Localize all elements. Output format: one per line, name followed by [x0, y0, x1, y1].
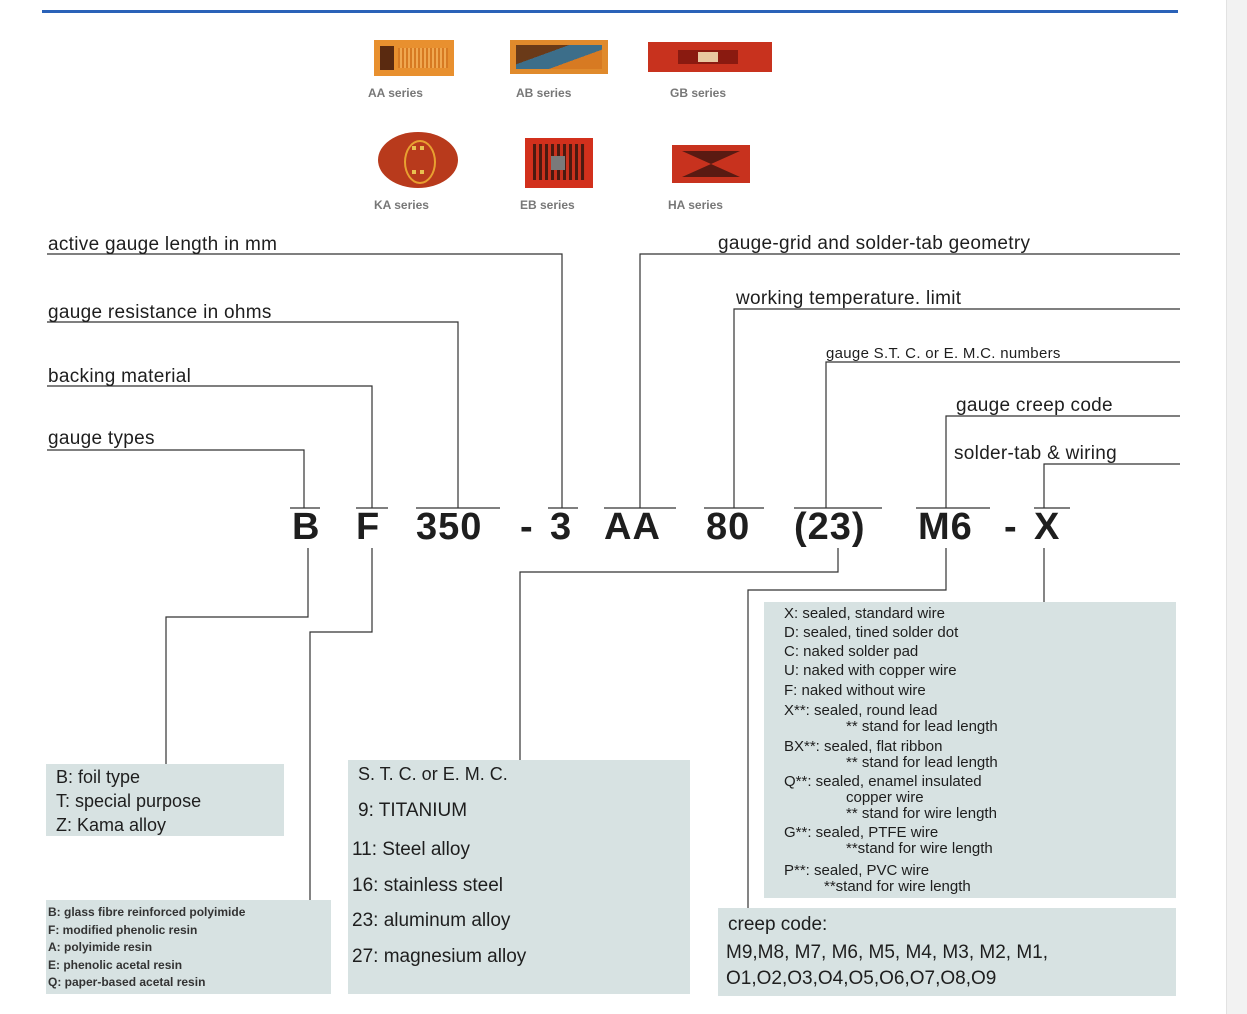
code-dash: - — [520, 506, 534, 548]
gb-series-label: GB series — [670, 86, 727, 100]
vertical-scrollbar[interactable] — [1226, 0, 1247, 1014]
backing-item: E: phenolic acetal resin — [48, 957, 183, 972]
wiring-item: G**: sealed, PTFE wire — [784, 824, 939, 841]
code-geometry: AA — [604, 506, 661, 548]
wiring-item: F: naked without wire — [784, 682, 926, 699]
wiring-note: copper wire — [846, 789, 924, 806]
code-creep: M6 — [918, 506, 973, 548]
working-temperature-label: working temperature. limit — [736, 288, 962, 309]
code-dash: - — [1004, 506, 1018, 548]
gauge-types-box: B: foil type T: special purpose Z: Kama … — [46, 764, 284, 836]
solder-tab-wiring-label: solder-tab & wiring — [954, 443, 1118, 464]
wiring-note: ** stand for lead length — [846, 754, 998, 771]
ha-series-label: HA series — [668, 198, 723, 212]
ka-series-image — [378, 132, 458, 188]
ka-series-label: KA series — [374, 198, 429, 212]
gauge-type-item: B: foil type — [56, 767, 141, 787]
creep-code-label: gauge creep code — [956, 395, 1113, 416]
stc-item: 23: aluminum alloy — [352, 910, 511, 931]
creep-code-row: M9,M8, M7, M6, M5, M4, M3, M2, M1, — [726, 942, 1049, 963]
backing-item: F: modified phenolic resin — [48, 922, 198, 937]
top-rule — [42, 10, 1178, 13]
wiring-item: BX**: sealed, flat ribbon — [784, 738, 943, 755]
backing-item: A: polyimide resin — [48, 940, 153, 955]
gauge-resistance-label: gauge resistance in ohms — [48, 302, 272, 323]
stc-item: 16: stainless steel — [352, 875, 504, 896]
backing-item: Q: paper-based acetal resin — [48, 975, 206, 990]
wiring-item: Q**: sealed, enamel insulated — [784, 773, 982, 790]
eb-series-image — [525, 138, 593, 188]
stc-emc-numbers-label: gauge S.T. C. or E. M.C. numbers — [826, 345, 1061, 362]
backing-material-box: B: glass fibre reinforced polyimide F: m… — [46, 900, 331, 994]
creep-code-box: creep code: M9,M8, M7, M6, M5, M4, M3, M… — [718, 908, 1176, 996]
wiring-note: ** stand for lead length — [846, 718, 998, 735]
stc-emc-box: S. T. C. or E. M. C. 9: TITANIUM 11: Ste… — [348, 760, 690, 994]
stc-item: 11: Steel alloy — [352, 839, 470, 860]
gb-series-image — [648, 42, 772, 72]
code-wiring: X — [1034, 506, 1061, 548]
gauge-type-item: T: special purpose — [56, 791, 202, 811]
stc-item: 9: TITANIUM — [358, 800, 468, 821]
stc-emc-title: S. T. C. or E. M. C. — [358, 764, 508, 784]
wiring-item: U: naked with copper wire — [784, 662, 957, 679]
backing-material-label: backing material — [48, 366, 192, 387]
code-resistance: 350 — [416, 506, 483, 548]
eb-series-label: EB series — [520, 198, 575, 212]
wiring-note: **stand for wire length — [824, 878, 971, 895]
ab-series-label: AB series — [516, 86, 572, 100]
wiring-item: D: sealed, tined solder dot — [784, 624, 959, 641]
wiring-note: **stand for wire length — [846, 840, 993, 857]
ha-series-image — [672, 145, 750, 183]
stc-item: 27: magnesium alloy — [352, 946, 527, 967]
grid-geometry-label: gauge-grid and solder-tab geometry — [718, 233, 1031, 254]
gauge-type-item: Z: Kama alloy — [56, 815, 167, 835]
code-length: 3 — [550, 506, 573, 548]
active-gauge-length-label: active gauge length in mm — [48, 234, 278, 255]
aa-series-image — [374, 40, 454, 76]
backing-item: B: glass fibre reinforced polyimide — [48, 905, 246, 919]
wiring-item: X**: sealed, round lead — [784, 702, 938, 719]
creep-code-row: O1,O2,O3,O4,O5,O6,O7,O8,O9 — [726, 968, 997, 989]
gauge-types-label: gauge types — [48, 428, 155, 449]
wiring-note: ** stand for wire length — [846, 805, 997, 822]
ab-series-image — [510, 40, 608, 74]
wiring-item: C: naked solder pad — [784, 643, 919, 660]
solder-tab-wiring-box: X: sealed, standard wire D: sealed, tine… — [764, 602, 1176, 898]
code-backing: F — [356, 506, 381, 548]
wiring-item: X: sealed, standard wire — [784, 605, 945, 622]
wiring-item: P**: sealed, PVC wire — [784, 862, 930, 879]
code-temperature: 80 — [706, 506, 751, 548]
aa-series-label: AA series — [368, 86, 423, 100]
creep-code-title: creep code: — [728, 914, 828, 935]
code-stc: (23) — [794, 506, 866, 548]
code-gauge-type: B — [292, 506, 321, 548]
